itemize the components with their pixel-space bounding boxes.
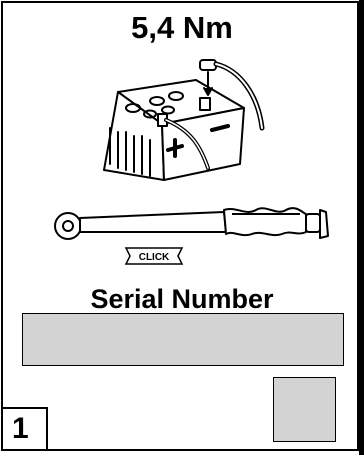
- click-label: CLICK: [139, 252, 170, 263]
- illustration: CLICK: [0, 0, 364, 300]
- battery-icon: [104, 60, 262, 180]
- small-entry-box[interactable]: [273, 377, 336, 442]
- page-number: 1: [1, 407, 48, 451]
- torque-wrench-icon: [55, 208, 328, 239]
- serial-number-field[interactable]: [22, 313, 344, 366]
- click-callout: CLICK: [126, 248, 182, 264]
- serial-number-title: Serial Number: [0, 283, 364, 315]
